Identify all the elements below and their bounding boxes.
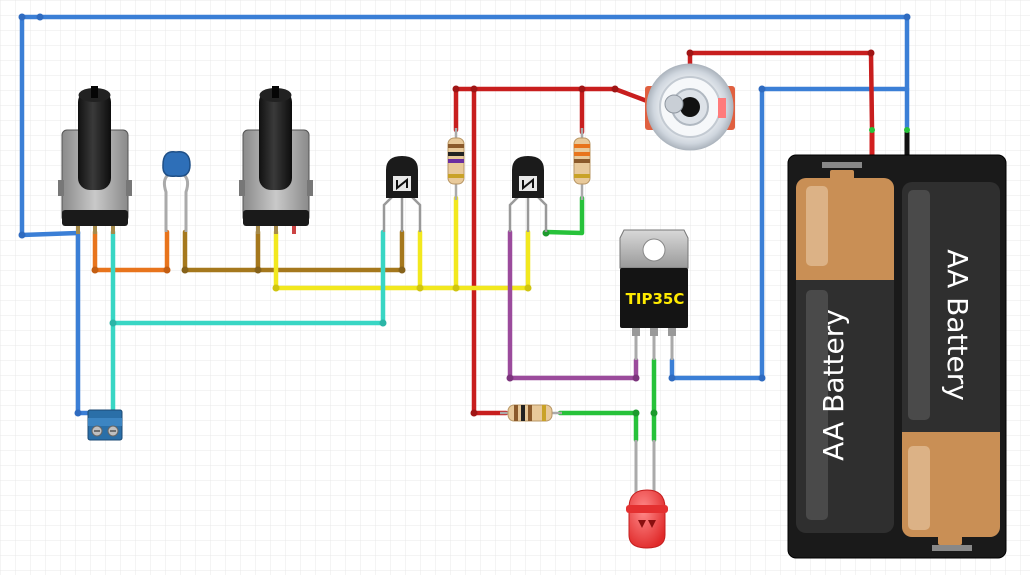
wire-purple[interactable] — [507, 229, 639, 381]
battery-icon — [787, 127, 1007, 559]
wire-brown[interactable] — [182, 229, 405, 273]
potentiometer-1[interactable] — [58, 86, 132, 234]
wire-junctions — [18, 13, 911, 417]
transistor-icon — [382, 156, 422, 232]
potentiometer-icon — [239, 86, 313, 234]
terminal-icon — [87, 409, 123, 441]
potentiometer-icon — [58, 86, 132, 234]
led-icon — [626, 440, 668, 549]
battery-label-right: AA Battery — [941, 249, 974, 401]
vibration-motor[interactable] — [645, 63, 735, 151]
wire-green-t2[interactable] — [543, 195, 585, 236]
resistor-1[interactable] — [447, 128, 465, 200]
battery-label-left: AA Battery — [817, 309, 850, 461]
motor-icon — [645, 63, 735, 151]
to220-icon — [619, 229, 689, 360]
resistor-icon — [573, 128, 591, 200]
ceramic-capacitor[interactable] — [162, 151, 191, 232]
regulator-label: TIP35C — [626, 290, 685, 308]
led[interactable] — [626, 440, 668, 549]
capacitor-icon — [162, 151, 191, 232]
wire-red-bus[interactable] — [453, 86, 658, 133]
potentiometer-2[interactable] — [239, 86, 313, 234]
wire-blue-pot[interactable] — [19, 230, 81, 238]
wire-yellow[interactable] — [273, 229, 531, 291]
resistor-3[interactable] — [500, 404, 562, 422]
screw-terminal[interactable] — [87, 409, 123, 441]
wire-orange[interactable] — [92, 229, 170, 273]
resistor-icon — [500, 404, 562, 422]
resistor-icon — [447, 128, 465, 200]
transistor-2[interactable] — [508, 156, 548, 232]
resistor-2[interactable] — [573, 128, 591, 200]
transistor-1[interactable] — [382, 156, 422, 232]
power-transistor[interactable]: TIP35C — [619, 229, 689, 360]
battery-holder[interactable]: AA Battery AA Battery — [787, 127, 1007, 559]
wire-blue-top[interactable] — [19, 14, 910, 238]
transistor-icon — [508, 156, 548, 232]
